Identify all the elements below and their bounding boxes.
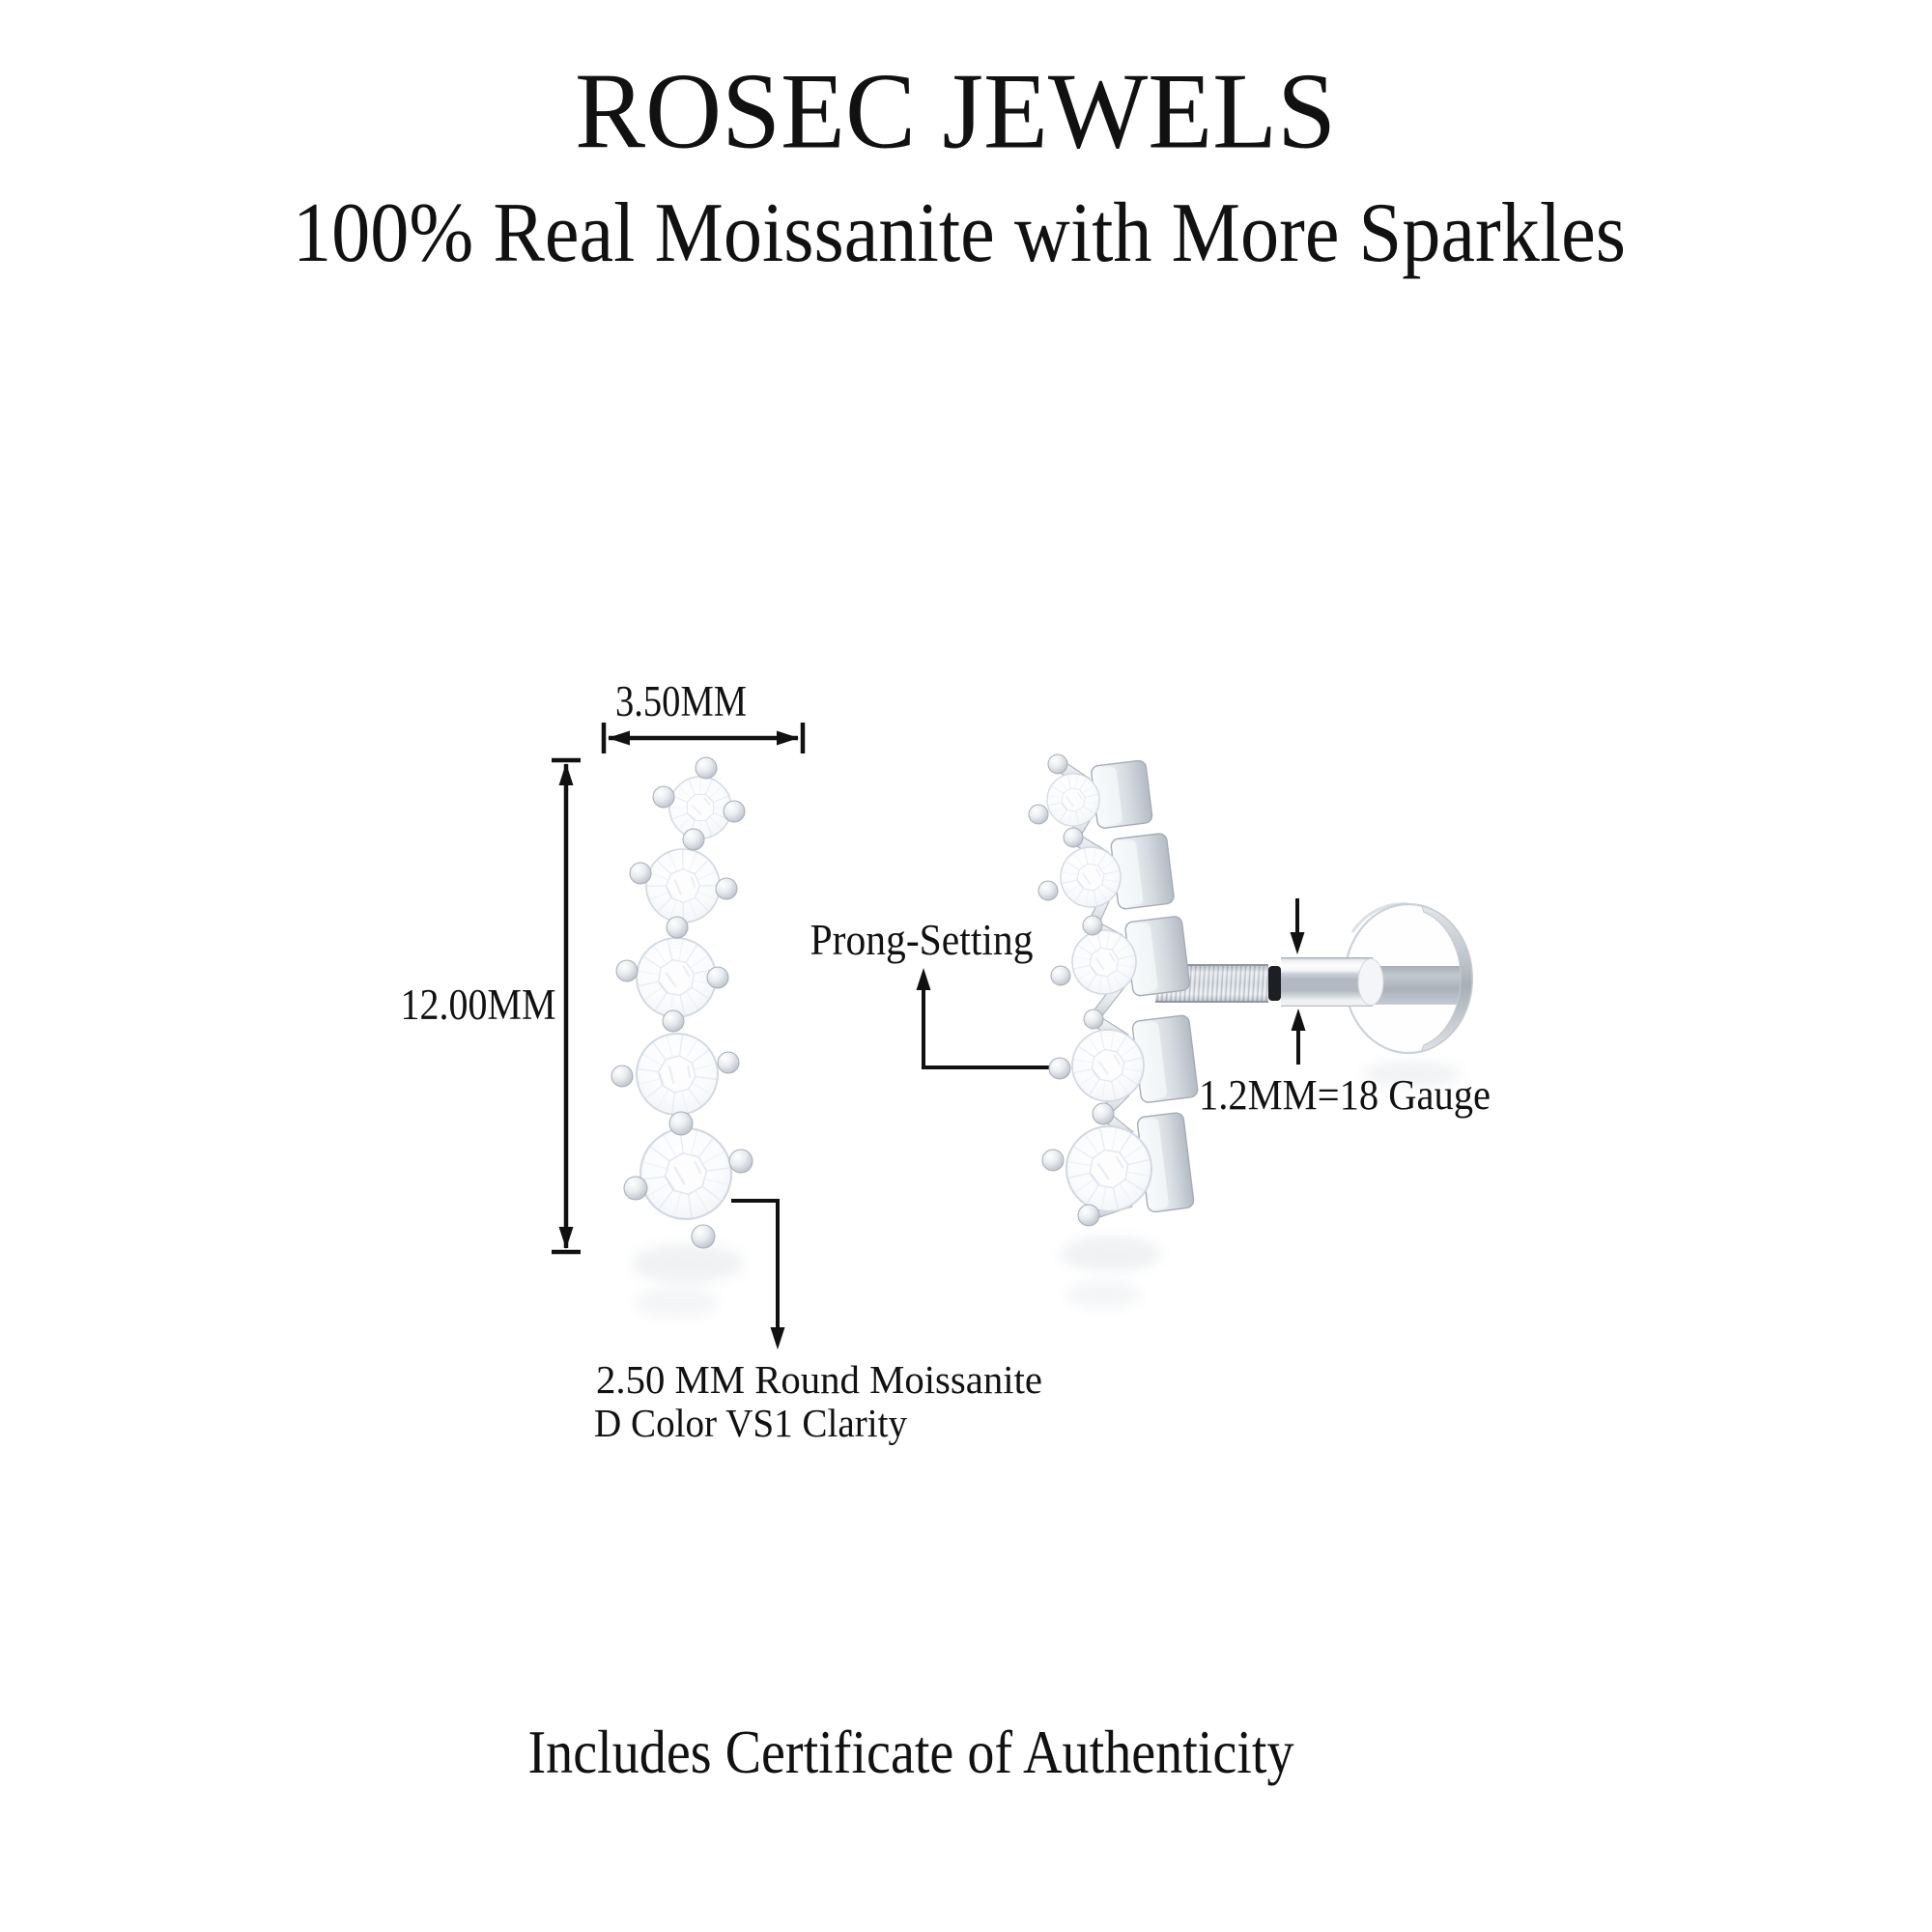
- svg-text:100% Real Moissanite with More: 100% Real Moissanite with More Sparkles: [293, 186, 1626, 280]
- svg-text:2.50 MM Round Moissanite: 2.50 MM Round Moissanite: [596, 1357, 1042, 1402]
- svg-text:1.2MM=18 Gauge: 1.2MM=18 Gauge: [1199, 1071, 1491, 1119]
- svg-text:D Color VS1 Clarity: D Color VS1 Clarity: [594, 1401, 907, 1445]
- svg-text:12.00MM: 12.00MM: [401, 980, 556, 1029]
- svg-text:Prong-Setting: Prong-Setting: [810, 915, 1034, 964]
- svg-text:Includes Certificate of Authen: Includes Certificate of Authenticity: [528, 1718, 1294, 1786]
- svg-text:ROSEC JEWELS: ROSEC JEWELS: [575, 52, 1336, 172]
- svg-text:3.50MM: 3.50MM: [615, 677, 747, 725]
